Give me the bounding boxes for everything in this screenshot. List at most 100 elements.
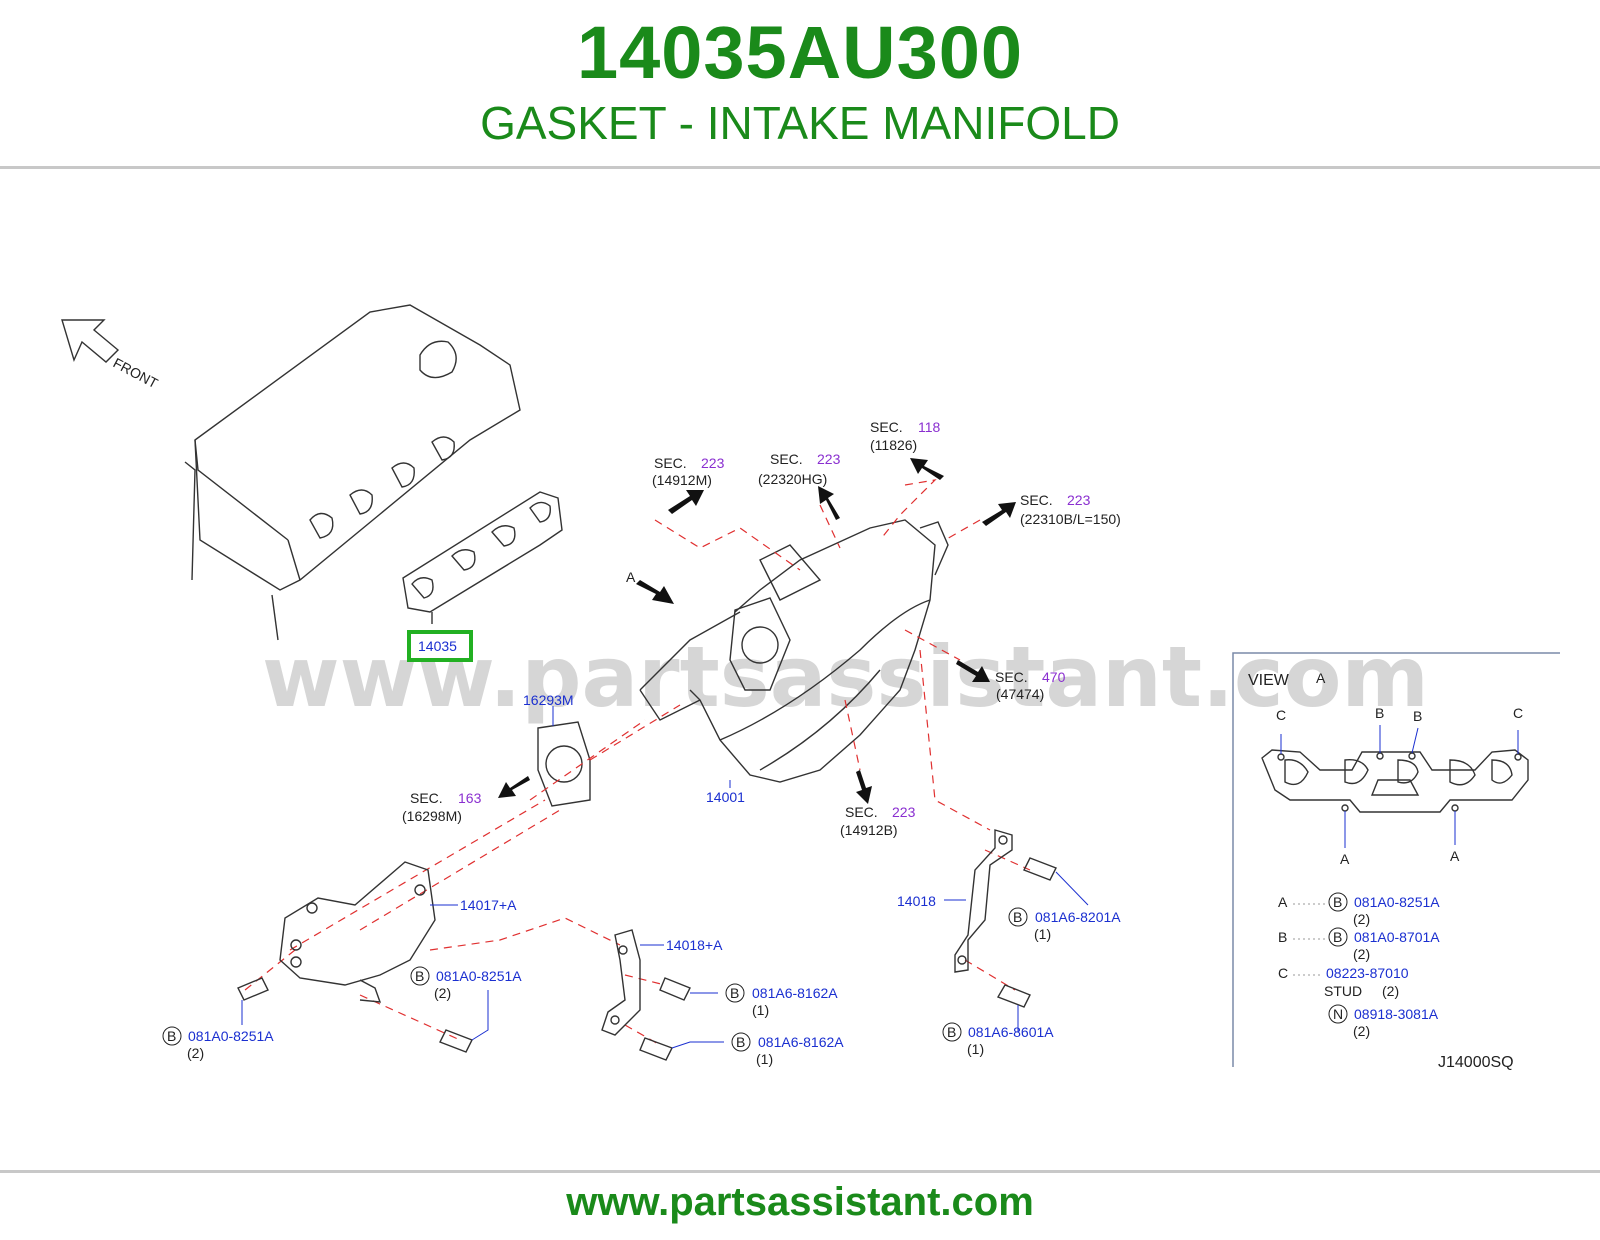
legend-symbol-a: B — [1333, 894, 1342, 910]
fastener-symbol-2: B — [415, 968, 424, 984]
intake-manifold-illustration — [639, 519, 949, 783]
view-legend-row-c[interactable]: C 08223-87010 STUD (2) — [1278, 965, 1409, 999]
sec-ref-1: (14912M) — [652, 472, 712, 488]
fastener-callout-5[interactable]: B 081A6-8201A (1) — [1008, 871, 1121, 942]
fastener-part-6[interactable]: 081A6-8601A — [968, 1024, 1054, 1040]
highlight-box — [407, 630, 473, 662]
sec-ref-7: (14912B) — [840, 822, 898, 838]
callout-14017a[interactable]: 14017+A — [460, 897, 517, 913]
view-legend-row-b[interactable]: B B 081A0-8701A (2) — [1278, 927, 1440, 962]
view-legend-row-n[interactable]: N 08918-3081A (2) — [1328, 1004, 1439, 1039]
part-name-subtitle: GASKET - INTAKE MANIFOLD — [480, 97, 1120, 149]
bolt-icons — [237, 857, 1057, 1061]
view-a-arrow-icon — [636, 580, 674, 604]
sec-ref-6: (16298M) — [402, 808, 462, 824]
fastener-callout-2[interactable]: B 081A0-8251A (2) — [410, 966, 522, 1041]
legend-note-c: STUD — [1324, 983, 1362, 999]
footer-url[interactable]: www.partsassistant.com — [566, 1180, 1034, 1224]
fastener-symbol-1: B — [167, 1028, 176, 1044]
sec-ref-4: (22310B/L=150) — [1020, 511, 1121, 527]
intake-manifold-gasket — [402, 491, 563, 613]
fastener-callout-6[interactable]: B 081A6-8601A (1) — [942, 1005, 1054, 1057]
view-a-pointer-label: A — [626, 569, 636, 585]
page-header: 14035AU300 GASKET - INTAKE MANIFOLD — [0, 0, 1600, 168]
view-title: VIEW — [1248, 672, 1290, 689]
bracket-14018a — [601, 929, 641, 1036]
sec-num-1[interactable]: 223 — [701, 455, 725, 471]
hole-label-b-2: B — [1413, 708, 1422, 724]
sec-num-3[interactable]: 118 — [918, 419, 941, 435]
fastener-part-4[interactable]: 081A6-8162A — [758, 1034, 844, 1050]
legend-qty-c: (2) — [1382, 983, 1399, 999]
legend-symbol-n: N — [1333, 1006, 1343, 1022]
hole-label-c-left: C — [1276, 707, 1286, 723]
callout-14018a[interactable]: 14018+A — [666, 937, 723, 953]
sec-num-4[interactable]: 223 — [1067, 492, 1091, 508]
hole-label-b-1: B — [1375, 705, 1384, 721]
sec-label-1: SEC. — [654, 455, 687, 471]
fastener-symbol-6: B — [947, 1024, 956, 1040]
legend-part-a[interactable]: 081A0-8251A — [1354, 894, 1440, 910]
sec-num-6[interactable]: 163 — [458, 790, 482, 806]
fastener-qty-3: (1) — [752, 1002, 769, 1018]
section-arrows — [498, 458, 1016, 804]
sec-label-3: SEC. — [870, 419, 903, 435]
sec-label-2: SEC. — [770, 451, 803, 467]
fastener-part-3[interactable]: 081A6-8162A — [752, 985, 838, 1001]
fastener-symbol-5: B — [1013, 909, 1022, 925]
fastener-qty-4: (1) — [756, 1051, 773, 1067]
fastener-callout-1[interactable]: B 081A0-8251A (2) — [162, 1000, 274, 1061]
sec-ref-2: (22320HG) — [758, 471, 827, 487]
fastener-qty-1: (2) — [187, 1045, 204, 1061]
manifold-support-bracket — [279, 861, 436, 1003]
fastener-part-1[interactable]: 081A0-8251A — [188, 1028, 274, 1044]
front-arrow-icon — [61, 319, 120, 363]
footer-divider — [0, 1170, 1600, 1173]
legend-part-b[interactable]: 081A0-8701A — [1354, 929, 1440, 945]
legend-part-c[interactable]: 08223-87010 — [1326, 965, 1409, 981]
view-a-panel: VIEW A C C B B A A — [1232, 652, 1560, 1071]
diagram-code: J14000SQ — [1438, 1054, 1514, 1071]
fastener-part-2[interactable]: 081A0-8251A — [436, 968, 522, 984]
part-number-title: 14035AU300 — [576, 11, 1024, 94]
legend-key-a: A — [1278, 894, 1288, 910]
legend-qty-b: (2) — [1353, 946, 1370, 962]
sec-label-4: SEC. — [1020, 492, 1053, 508]
sec-label-7: SEC. — [845, 804, 878, 820]
view-title-letter: A — [1316, 670, 1326, 686]
callout-14001[interactable]: 14001 — [706, 789, 745, 805]
fastener-callout-4[interactable]: B 081A6-8162A (1) — [671, 1032, 844, 1067]
engine-head-illustration — [184, 304, 521, 641]
hole-label-a-1: A — [1340, 851, 1350, 867]
sec-num-2[interactable]: 223 — [817, 451, 841, 467]
callout-14018[interactable]: 14018 — [897, 893, 936, 909]
fastener-qty-5: (1) — [1034, 926, 1051, 942]
legend-symbol-b: B — [1333, 929, 1342, 945]
legend-key-b: B — [1278, 929, 1287, 945]
sec-num-7[interactable]: 223 — [892, 804, 916, 820]
legend-key-c: C — [1278, 965, 1288, 981]
hole-label-c-right: C — [1513, 705, 1523, 721]
fastener-callout-3[interactable]: B 081A6-8162A (1) — [690, 983, 838, 1018]
bracket-14018 — [954, 829, 1013, 973]
hole-label-a-2: A — [1450, 848, 1460, 864]
front-label: FRONT — [111, 355, 161, 392]
callout-16293m[interactable]: 16293M — [523, 692, 574, 708]
sec-label-5: SEC. — [995, 669, 1028, 685]
legend-part-n[interactable]: 08918-3081A — [1354, 1006, 1439, 1022]
view-legend-row-a[interactable]: A B 081A0-8251A (2) — [1278, 892, 1440, 927]
dashed-leaders — [244, 479, 1031, 1046]
fastener-part-5[interactable]: 081A6-8201A — [1035, 909, 1121, 925]
fastener-symbol-4: B — [736, 1034, 745, 1050]
legend-qty-n: (2) — [1353, 1023, 1370, 1039]
sec-ref-3: (11826) — [870, 437, 917, 453]
watermark: www.partsassistant.com — [262, 628, 1429, 726]
header-divider — [0, 166, 1600, 169]
callout-14035[interactable]: 14035 — [418, 638, 457, 654]
sec-num-5[interactable]: 470 — [1042, 669, 1066, 685]
legend-qty-a: (2) — [1353, 911, 1370, 927]
sec-label-6: SEC. — [410, 790, 443, 806]
fastener-qty-2: (2) — [434, 985, 451, 1001]
fastener-qty-6: (1) — [967, 1041, 984, 1057]
